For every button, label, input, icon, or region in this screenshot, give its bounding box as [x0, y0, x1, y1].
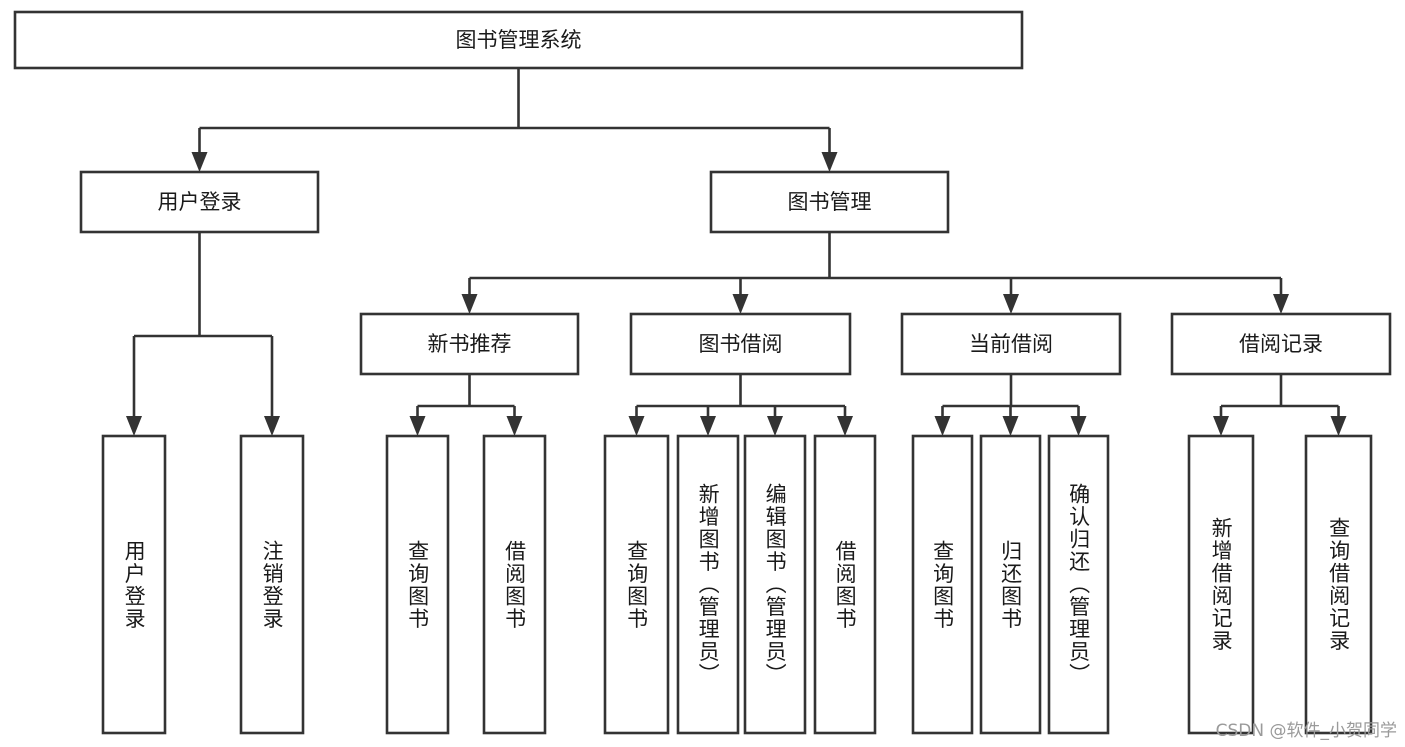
node-label-level3-3: 借阅记录	[1239, 332, 1323, 356]
node-label-level3-2: 当前借阅	[969, 332, 1053, 356]
node-label-level3-1: 图书借阅	[699, 332, 783, 356]
arrow-root-to-level2-0	[191, 152, 208, 172]
node-box-leaf-8[interactable]	[911, 434, 974, 735]
node-label-level2-1: 图书管理	[788, 190, 872, 214]
watermark-text: CSDN @软件_小贺同学	[1215, 721, 1397, 741]
node-box-leaf-3[interactable]	[482, 434, 547, 735]
node-box-leaf-1[interactable]	[239, 434, 305, 735]
arrow-leaf-10	[1070, 416, 1087, 436]
node-box-leaf-7[interactable]	[813, 434, 877, 735]
node-box-leaf-6[interactable]	[743, 434, 807, 735]
node-box-leaf-2[interactable]	[385, 434, 450, 735]
arrow-leaf-5	[700, 416, 716, 436]
arrow-leaf-9	[1002, 416, 1019, 436]
node-label-level2-0: 用户登录	[158, 190, 242, 214]
node-box-leaf-9[interactable]	[979, 434, 1042, 735]
node-box-leaf-0[interactable]	[101, 434, 167, 735]
node-box-level2-1[interactable]	[709, 170, 950, 234]
arrow-level3-1	[732, 294, 749, 314]
arrow-root-to-level2-1	[821, 152, 838, 172]
node-box-level2-0[interactable]	[79, 170, 320, 234]
arrow-leaf-0	[126, 416, 142, 436]
node-box-level3-1[interactable]	[629, 312, 852, 376]
node-box-leaf-4[interactable]	[603, 434, 670, 735]
node-box-level3-3[interactable]	[1170, 312, 1392, 376]
node-label-root: 图书管理系统	[456, 28, 582, 52]
node-box-level3-0[interactable]	[359, 312, 580, 376]
node-box-leaf-12[interactable]	[1304, 434, 1373, 735]
node-label-level3-0: 新书推荐	[428, 332, 512, 356]
arrow-leaf-12	[1330, 416, 1347, 436]
arrow-leaf-4	[628, 416, 645, 436]
arrow-leaf-1	[264, 416, 280, 436]
arrow-leaf-7	[837, 416, 853, 436]
boxes-layer	[13, 10, 1392, 735]
arrow-leaf-8	[934, 416, 951, 436]
arrow-leaf-6	[767, 416, 783, 436]
arrow-leaf-11	[1213, 416, 1229, 436]
arrow-leaf-2	[409, 416, 426, 436]
node-box-leaf-5[interactable]	[676, 434, 740, 735]
node-box-root[interactable]	[13, 10, 1024, 70]
arrow-level3-2	[1003, 294, 1019, 314]
connectors-layer	[126, 68, 1347, 436]
node-box-leaf-11[interactable]	[1187, 434, 1255, 735]
arrow-leaf-3	[506, 416, 523, 436]
node-box-level3-2[interactable]	[900, 312, 1122, 376]
arrow-level3-0	[461, 294, 478, 314]
node-box-leaf-10[interactable]	[1047, 434, 1110, 735]
arrow-level3-3	[1273, 294, 1289, 314]
